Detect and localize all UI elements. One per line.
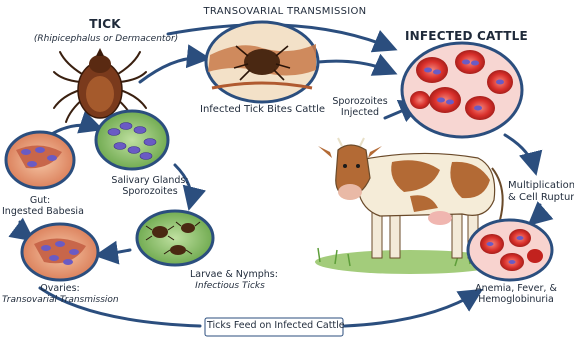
ovaries-line-1: Ovaries: xyxy=(2,284,118,295)
arrow-cattle-to-multiplication xyxy=(505,135,535,170)
larvae-line-1: Larvae & Nymphs: xyxy=(190,270,270,281)
infected-blood-circle xyxy=(402,43,522,137)
sporozoites-injected-line-2: Injected xyxy=(330,108,390,119)
ovaries-line-2: Transovarial Transmission xyxy=(2,295,118,305)
gut-circle xyxy=(6,132,74,188)
feed-label: Ticks Feed on Infected Cattle xyxy=(207,321,341,332)
tick-title: TICK xyxy=(75,18,135,32)
arrow-tick-to-bite xyxy=(140,58,205,82)
arrow-gut-to-salivary xyxy=(50,125,98,135)
sporozoites-injected-label: Sporozoites Injected xyxy=(330,97,390,119)
top-banner-label: TRANSOVARIAL TRANSMISSION xyxy=(200,6,370,18)
salivary-circle xyxy=(96,111,168,169)
ovaries-circle xyxy=(22,224,98,280)
arrow-larvae-to-ovaries xyxy=(100,250,130,255)
salivary-label: Salivary Glands: Sporozoites xyxy=(108,176,192,198)
larvae-line-2: Infectious Ticks xyxy=(190,281,270,291)
gut-line-2: Ingested Babesia xyxy=(2,207,78,218)
larvae-circle xyxy=(137,211,213,265)
anemia-label: Anemia, Fever, & Hemoglobinuria xyxy=(468,284,564,306)
tick-subtitle: (Rhipicephalus or Dermacentor) xyxy=(26,34,186,44)
bite-circle xyxy=(206,22,318,102)
larvae-label: Larvae & Nymphs: Infectious Ticks xyxy=(190,270,270,291)
multiplication-line-1: Multiplication xyxy=(508,180,574,192)
anemia-line-2: Hemoglobinuria xyxy=(468,295,564,306)
ovaries-label: Ovaries: Transovarial Transmission xyxy=(2,284,118,305)
arrow-multiplication-to-anemia xyxy=(532,205,540,222)
infected-cattle-title: INFECTED CATTLE xyxy=(405,30,525,44)
bite-label: Infected Tick Bites Cattle xyxy=(200,104,324,116)
salivary-line-2: Sporozoites xyxy=(108,187,192,198)
gut-label: Gut: Ingested Babesia xyxy=(2,196,78,218)
multiplication-label: Multiplication & Cell Rupture xyxy=(508,180,574,203)
anemia-circle xyxy=(468,220,552,280)
multiplication-line-2: & Cell Rupture xyxy=(508,192,574,204)
arrow-bite-to-cattle xyxy=(318,61,392,72)
